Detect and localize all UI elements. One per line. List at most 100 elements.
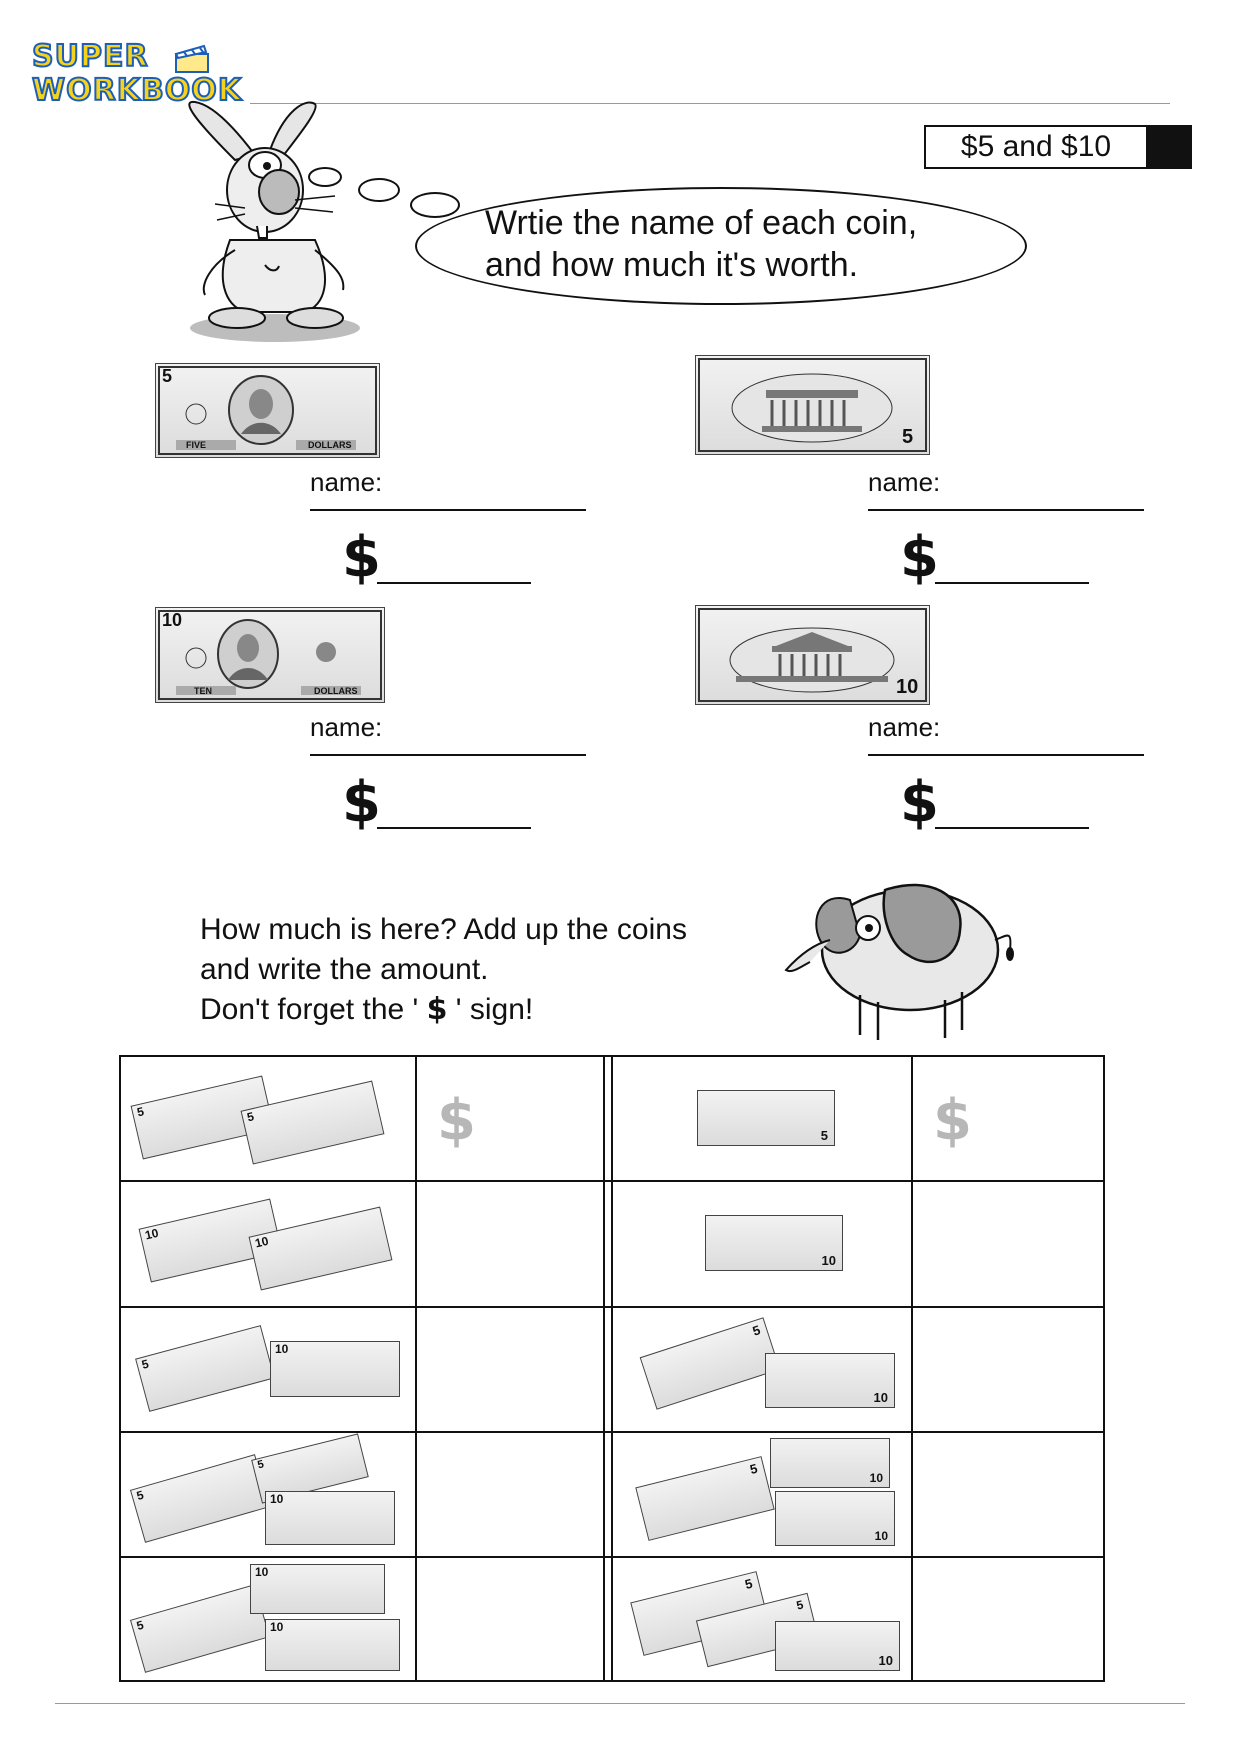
name-answer-line[interactable]: [868, 509, 1144, 511]
question-line-2: and write the amount.: [200, 953, 489, 986]
lincoln-memorial-art: [698, 358, 927, 452]
ten-dollar-bill-back: 10: [695, 605, 930, 705]
answer-cell[interactable]: [418, 1183, 602, 1305]
bill-corner-value: 5: [162, 366, 173, 386]
bill-word-dollars: DOLLARS: [314, 686, 358, 696]
bill-value: 5: [140, 1356, 151, 1372]
logo-line-2: WORKBOOK: [31, 73, 243, 108]
grid-cell-bills: 10: [625, 1185, 905, 1300]
five-dollar-front-art: [158, 366, 377, 455]
answer-cell[interactable]: [418, 1559, 602, 1679]
ten-dollar-bill-back: 10: [775, 1491, 895, 1546]
answer-cell[interactable]: [418, 1309, 602, 1430]
bill-value: 5: [750, 1322, 763, 1339]
answer-cell[interactable]: [914, 1058, 1102, 1179]
ten-dollar-bill: 10: [270, 1341, 400, 1397]
bill-value: 10: [821, 1253, 836, 1268]
bill-value: 10: [143, 1225, 160, 1243]
bill-value: 5: [135, 1487, 146, 1504]
grid-line: [1103, 1055, 1105, 1682]
rabbit-illustration: [188, 100, 360, 342]
bill-word-dollars: DOLLARS: [308, 440, 352, 450]
bill-value: 5: [135, 1617, 146, 1634]
grid-line: [119, 1055, 121, 1682]
ten-dollar-bill: 10: [265, 1491, 395, 1545]
grid-line: [603, 1055, 605, 1682]
bill-value: 5: [748, 1460, 759, 1478]
amount-answer-line[interactable]: [935, 582, 1089, 584]
bill-word-value: TEN: [194, 686, 212, 696]
dollar-sign: $: [900, 525, 939, 590]
thought-bubble: [415, 187, 1027, 305]
grid-cell-bills: 5 10 10: [129, 1561, 405, 1676]
bill-value: 10: [896, 676, 919, 698]
grid-cell-bills: 5 10: [135, 1311, 405, 1426]
answer-hint-dollar: $: [933, 1088, 972, 1153]
answer-hint-dollar: $: [437, 1088, 476, 1153]
bill-value: 5: [743, 1575, 754, 1593]
grid-cell-bills: 5 10: [625, 1311, 905, 1426]
name-label: name:: [310, 467, 383, 497]
five-dollar-bill-back: 5: [697, 1090, 835, 1146]
super-workbook-logo: SUPER WORKBOOK: [31, 39, 252, 110]
grid-cell-bills: 5 10 10: [625, 1436, 905, 1551]
bill-value: 10: [270, 1492, 284, 1506]
grid-line: [611, 1055, 613, 1682]
bill-value: 5: [135, 1104, 146, 1120]
question-line-3-start: Don't forget the ': [200, 993, 427, 1026]
answer-cell[interactable]: [418, 1058, 602, 1179]
thought-bubble-medium: [358, 178, 400, 202]
bill-value: 10: [878, 1653, 893, 1668]
five-dollar-bill: 5: [135, 1325, 275, 1412]
footer-rule: [55, 1703, 1185, 1704]
bill-value: 10: [869, 1471, 883, 1485]
topic-box: $5 and $10: [924, 125, 1192, 169]
question-line-3-end: ' sign!: [447, 993, 534, 1026]
grid-cell-bills: 5 5 10: [625, 1561, 905, 1676]
amount-answer-line[interactable]: [377, 827, 531, 829]
five-dollar-bill-back: 5: [635, 1456, 775, 1541]
grid-line: [911, 1055, 913, 1682]
clapperboard-icon: [174, 44, 209, 73]
amount-answer-line[interactable]: [935, 827, 1089, 829]
ten-dollar-bill: 10: [265, 1619, 400, 1671]
ten-dollar-bill-back: 10: [705, 1215, 843, 1271]
answer-cell[interactable]: [914, 1309, 1102, 1430]
dollar-sign: $: [342, 525, 381, 590]
grid-cell-bills: 5 5 10: [129, 1433, 405, 1551]
five-dollar-bill: 5: [129, 1454, 271, 1543]
instruction-line-1: Wrtie the name of each coin,: [485, 204, 918, 242]
amount-answer-line[interactable]: [377, 582, 531, 584]
grid-cell-bills: 5: [625, 1060, 905, 1175]
ten-dollar-front-art: [158, 610, 382, 700]
answer-cell[interactable]: [914, 1183, 1102, 1305]
answer-cell[interactable]: [914, 1559, 1102, 1679]
dollar-sign: $: [900, 770, 939, 835]
grid-line: [415, 1055, 417, 1682]
ten-dollar-bill-front: 10 TEN DOLLARS: [155, 607, 385, 703]
dollar-symbol: $: [426, 992, 448, 1027]
thought-bubble-large: [410, 192, 460, 218]
bill-value: 10: [873, 1390, 888, 1405]
question-line-1: How much is here? Add up the coins: [200, 913, 687, 946]
bill-value: 5: [245, 1109, 256, 1125]
instruction-line-2: and how much it's worth.: [485, 246, 859, 284]
elephant-illustration: [784, 883, 1014, 1040]
logo-line-1: SUPER: [31, 39, 149, 74]
name-answer-line[interactable]: [310, 754, 586, 756]
answer-cell[interactable]: [914, 1434, 1102, 1555]
bill-value: 10: [270, 1620, 284, 1634]
bill-value: 5: [256, 1458, 266, 1472]
ten-dollar-bill-back: 10: [775, 1621, 900, 1671]
grid-cell-bills: 10 10: [135, 1185, 405, 1300]
answer-cell[interactable]: [418, 1434, 602, 1555]
topic-box-fill: [1146, 127, 1190, 167]
name-answer-line[interactable]: [310, 509, 586, 511]
name-label: name:: [310, 712, 383, 742]
ten-dollar-bill: 10: [250, 1564, 385, 1614]
name-answer-line[interactable]: [868, 754, 1144, 756]
bill-value: 5: [902, 426, 914, 448]
bill-value: 10: [253, 1233, 270, 1251]
name-label: name:: [868, 712, 941, 742]
bill-value: 5: [820, 1128, 828, 1143]
